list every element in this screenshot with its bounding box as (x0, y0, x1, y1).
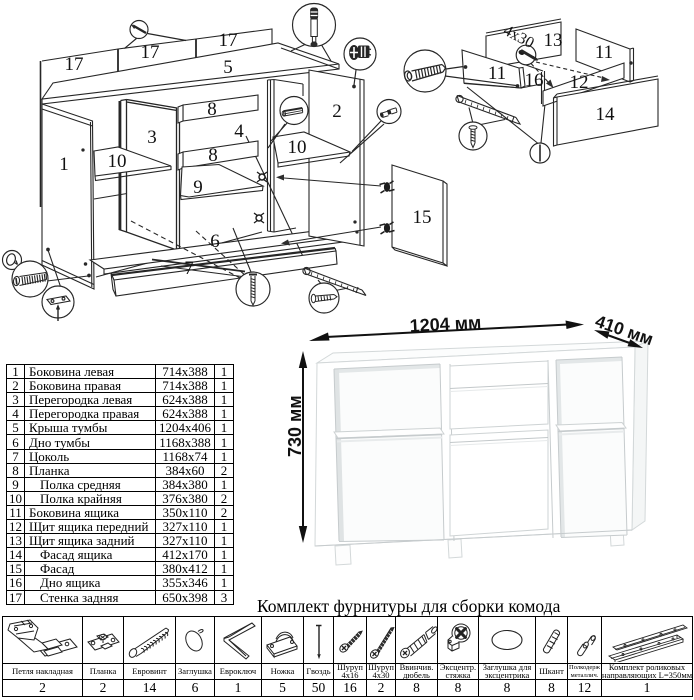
svg-text:17: 17 (65, 54, 84, 75)
svg-text:16: 16 (525, 70, 544, 91)
svg-text:15: 15 (413, 207, 432, 228)
svg-text:12: 12 (570, 72, 589, 93)
svg-text:7: 7 (184, 258, 194, 279)
svg-text:10: 10 (108, 151, 127, 172)
svg-text:11: 11 (488, 63, 506, 84)
svg-text:2: 2 (332, 101, 342, 122)
svg-text:1: 1 (59, 154, 69, 175)
svg-text:3: 3 (147, 127, 157, 148)
svg-text:5: 5 (223, 57, 233, 78)
svg-text:17: 17 (219, 30, 238, 51)
svg-text:14: 14 (596, 104, 616, 125)
svg-text:13: 13 (544, 30, 563, 51)
svg-text:9: 9 (193, 177, 203, 198)
svg-text:17: 17 (141, 42, 160, 63)
svg-text:1204 мм: 1204 мм (409, 312, 482, 336)
svg-text:730 мм: 730 мм (285, 395, 305, 457)
svg-text:8: 8 (207, 99, 217, 120)
svg-text:4: 4 (234, 121, 244, 142)
svg-text:10: 10 (288, 137, 307, 158)
svg-text:6: 6 (210, 231, 220, 252)
svg-text:11: 11 (595, 42, 613, 63)
svg-text:8: 8 (208, 145, 218, 166)
